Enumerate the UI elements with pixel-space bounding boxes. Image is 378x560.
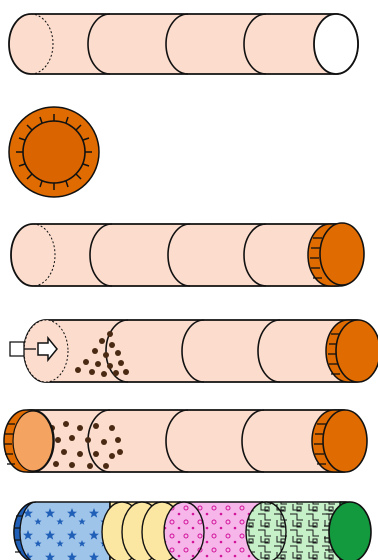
orange-end-cap <box>326 320 378 382</box>
orange-end-cap <box>308 223 364 286</box>
open-end <box>314 14 358 74</box>
filled-with-pellets <box>4 410 367 472</box>
empty-tube <box>9 14 358 74</box>
pushing-pellets <box>10 320 378 382</box>
orange-cap-disc-icon <box>9 107 99 197</box>
capped-tube <box>11 223 364 286</box>
partial-orange-cap <box>4 410 54 472</box>
orange-end-cap <box>312 410 367 472</box>
patterned-multi-section-tube-icon <box>14 502 371 560</box>
